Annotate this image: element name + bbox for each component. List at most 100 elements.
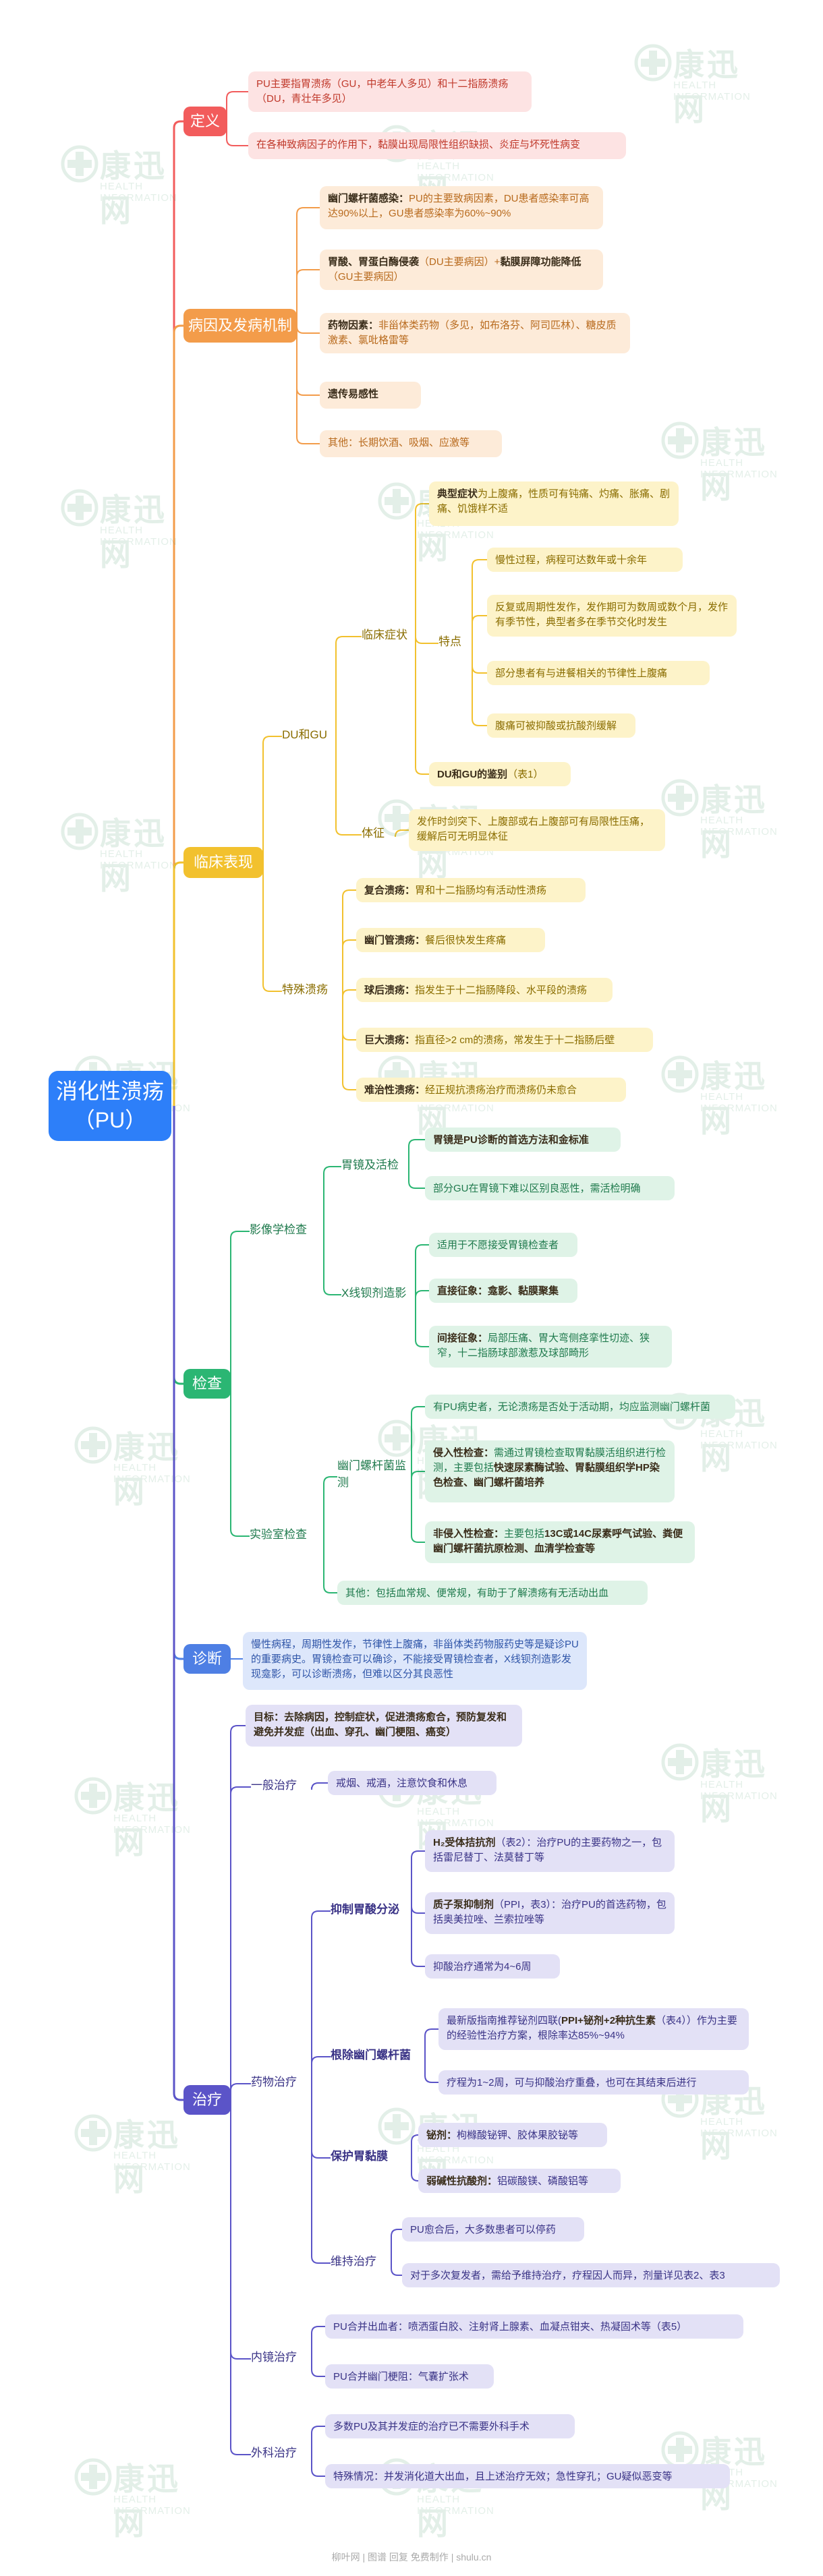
- topic-diagnosis-label: 诊断: [192, 1650, 222, 1668]
- connector: [173, 120, 183, 1106]
- clinic-du-gu[interactable]: DU和GU: [282, 728, 328, 741]
- topic-definition[interactable]: 定义: [183, 107, 227, 136]
- root-title: 消化性溃疡: [55, 1078, 164, 1103]
- topic-treatment[interactable]: 治疗: [183, 2085, 231, 2115]
- brand-logo-icon: [378, 2107, 416, 2145]
- clinic-special[interactable]: 特殊溃疡: [282, 983, 328, 996]
- connector: [335, 736, 362, 836]
- connector: [311, 1782, 328, 1790]
- treat-hp-1: 最新版指南推荐铋剂四联(PPI+铋剂+2种抗生素（表4））作为主要的经验性治疗方…: [438, 2008, 749, 2050]
- connector: [262, 862, 282, 992]
- cause-item-acid: 胃酸、胃蛋白酶侵袭（DU主要病因）+黏膜屏障功能降低（GU主要病因）: [320, 250, 603, 290]
- clinic-feature-3: 部分患者有与进餐相关的节律性上腹痛: [487, 661, 710, 685]
- brand-logo-icon: [61, 145, 98, 183]
- connector: [408, 1167, 425, 1189]
- connector: [391, 2229, 402, 2263]
- treat-maintain[interactable]: 维持治疗: [331, 2255, 376, 2268]
- connector: [173, 324, 183, 1106]
- treat-protect[interactable]: 保护胃黏膜: [331, 2150, 388, 2163]
- connector: [173, 1106, 183, 2101]
- connector: [323, 1231, 341, 1295]
- treat-surgery[interactable]: 外科治疗: [251, 2447, 297, 2459]
- exam-hp[interactable]: 幽门螺杆菌监测: [337, 1459, 406, 1489]
- connector: [342, 889, 356, 991]
- brand-logo-icon: [634, 44, 672, 82]
- topic-clinical-label: 临床表现: [193, 854, 253, 871]
- connector: [411, 2158, 419, 2182]
- treat-maintain-2: 对于多次复发者，需给予维持治疗，疗程因人而异，剂量详见表2、表3: [402, 2263, 780, 2287]
- connector: [226, 121, 248, 146]
- clinic-signs-text: 发作时剑突下、上腹部或右上腹部可有局限性压痛，缓解后可无明显体征: [409, 809, 665, 851]
- brand-logo-icon: [661, 1743, 699, 1781]
- treat-drug[interactable]: 药物治疗: [251, 2076, 297, 2088]
- clinic-signs[interactable]: 体征: [362, 827, 385, 840]
- topic-diagnosis[interactable]: 诊断: [183, 1644, 231, 1674]
- diagnosis-text: 慢性病程，周期性发作，节律性上腹痛，非甾体类药物服药史等是疑诊PU的重要病史。胃…: [243, 1632, 587, 1690]
- topic-exam[interactable]: 检查: [183, 1369, 231, 1399]
- connector: [230, 1786, 251, 2100]
- connector: [411, 2134, 419, 2158]
- topic-treatment-label: 治疗: [192, 2091, 222, 2109]
- treat-endo[interactable]: 内镜治疗: [251, 2351, 297, 2364]
- cause-item-drug: 药物因素：非甾体类药物（多见，如布洛芬、阿司匹林）、糖皮质激素、氯吡格雷等: [320, 313, 630, 353]
- clinic-special-2: 幽门管溃疡：餐后很快发生疼痛: [356, 928, 545, 952]
- connector: [230, 1384, 250, 1537]
- connector: [411, 1911, 425, 1967]
- treat-acid-2: 质子泵抑制剂（PPI，表3）：治疗PU的首选药物，包括奥美拉唑、兰索拉唑等: [425, 1892, 675, 1934]
- connector: [311, 2056, 331, 2084]
- connector: [411, 1406, 425, 1477]
- connector: [395, 829, 409, 838]
- connector: [342, 939, 356, 991]
- connector: [342, 991, 356, 1041]
- connector: [472, 559, 487, 643]
- exam-imaging[interactable]: 影像学检查: [250, 1223, 307, 1236]
- treat-general[interactable]: 一般治疗: [251, 1779, 297, 1792]
- connector: [415, 503, 429, 637]
- brand-logo-icon: [74, 1426, 112, 1464]
- topic-definition-label: 定义: [190, 113, 220, 130]
- brand-logo-icon: [661, 1055, 699, 1093]
- connector: [296, 207, 320, 326]
- treat-hp[interactable]: 根除幽门螺杆菌: [331, 2049, 411, 2061]
- exam-xray[interactable]: X线钡剂造影: [341, 1287, 407, 1299]
- exam-xray-2: 直接征象：龛影、黏膜聚集: [429, 1279, 577, 1303]
- topic-clinical[interactable]: 临床表现: [183, 847, 263, 878]
- connector: [323, 1536, 337, 1593]
- treat-goal: 目标：去除病因，控制症状，促进溃疡愈合，预防复发和避免并发症（出血、穿孔、幽门梗…: [246, 1705, 522, 1747]
- brand-logo-icon: [378, 1419, 416, 1457]
- clinic-symptoms[interactable]: 临床症状: [362, 628, 407, 641]
- treat-acid[interactable]: 抑制胃酸分泌: [331, 1903, 399, 1916]
- exam-lab[interactable]: 实验室检查: [250, 1528, 307, 1541]
- clinic-feature-1: 慢性过程，病程可达数年或十余年: [487, 548, 683, 572]
- connector: [230, 1725, 246, 2100]
- connector: [311, 2084, 331, 2264]
- connector: [472, 643, 487, 726]
- connector: [173, 861, 183, 1106]
- connector: [472, 615, 487, 643]
- brand-logo-icon: [74, 1777, 112, 1815]
- exam-xray-3: 间接征象：局部压痛、胃大弯侧痉挛性切迹、狭窄，十二指肠球部激惹及球部畸形: [429, 1326, 672, 1368]
- clinic-features[interactable]: 特点: [438, 635, 461, 648]
- clinic-feature-2: 反复或周期性发作，发作期可为数周或数个月，发作有季节性，典型者多在季节交化时发生: [487, 595, 737, 637]
- exam-gastroscope[interactable]: 胃镜及活检: [341, 1159, 399, 1171]
- topic-cause-label: 病因及发病机制: [188, 317, 292, 334]
- definition-item-2: 在各种致病因子的作用下，黏膜出现局限性组织缺损、炎症与坏死性病变: [248, 132, 626, 159]
- connector: [415, 636, 438, 644]
- clinic-special-4: 巨大溃疡：指直径>2 cm的溃疡，常发生于十二指肠后壁: [356, 1028, 653, 1052]
- root-topic[interactable]: 消化性溃疡 （PU）: [49, 1071, 171, 1141]
- cause-item-hp: 幽门螺杆菌感染：PU的主要致病因素，DU患者感染率可高达90%以上，GU患者感染…: [320, 186, 603, 229]
- treat-protect-2: 弱碱性抗酸剂：铝碳酸镁、磷酸铝等: [418, 2169, 621, 2193]
- connector: [415, 637, 429, 775]
- treat-acid-1: H₂受体拮抗剂（表2）：治疗PU的主要药物之一，包括雷尼替丁、法莫替丁等: [425, 1830, 675, 1872]
- connector: [230, 2100, 251, 2455]
- connector: [411, 1477, 425, 1543]
- topic-cause[interactable]: 病因及发病机制: [183, 309, 297, 343]
